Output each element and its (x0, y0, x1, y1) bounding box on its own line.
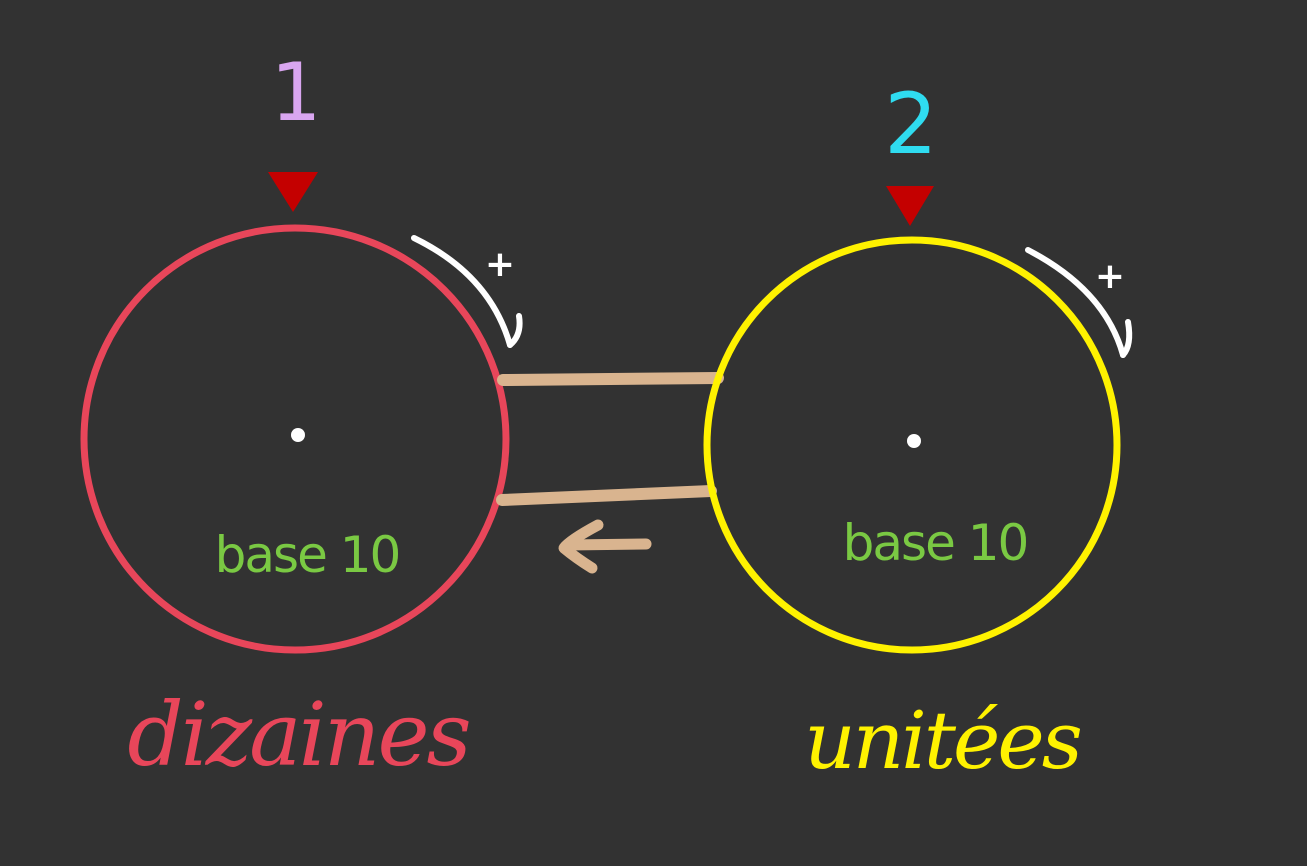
right-wheel-name: unitées (804, 694, 1080, 787)
left-wheel-digit: 1 (271, 46, 322, 139)
right-wheel: 2 base 10 + unitées (703, 75, 1133, 787)
right-wheel-digit: 2 (884, 75, 937, 173)
wheel-connection (496, 372, 724, 574)
right-rotation-sign: + (1095, 256, 1125, 297)
left-wheel-base-label: base 10 (215, 526, 400, 584)
right-pointer-triangle-down-icon (886, 186, 934, 226)
right-wheel-ring (703, 236, 1121, 654)
right-clockwise-arrow-icon: + (1025, 247, 1133, 358)
left-clockwise-arrow-icon: + (411, 235, 523, 348)
left-wheel-name: dizaines (127, 683, 469, 786)
carry-arrow-left-icon (558, 519, 652, 574)
lower-belt (496, 485, 717, 506)
right-wheel-base-label: base 10 (843, 514, 1028, 572)
left-wheel-ring (80, 224, 510, 654)
left-rotation-sign: + (485, 244, 515, 285)
right-wheel-center-dot (907, 434, 921, 448)
left-wheel: 1 base 10 + dizaines (80, 46, 523, 786)
upper-belt (497, 372, 724, 386)
left-pointer-triangle-down-icon (268, 172, 318, 212)
left-wheel-center-dot (291, 428, 305, 442)
